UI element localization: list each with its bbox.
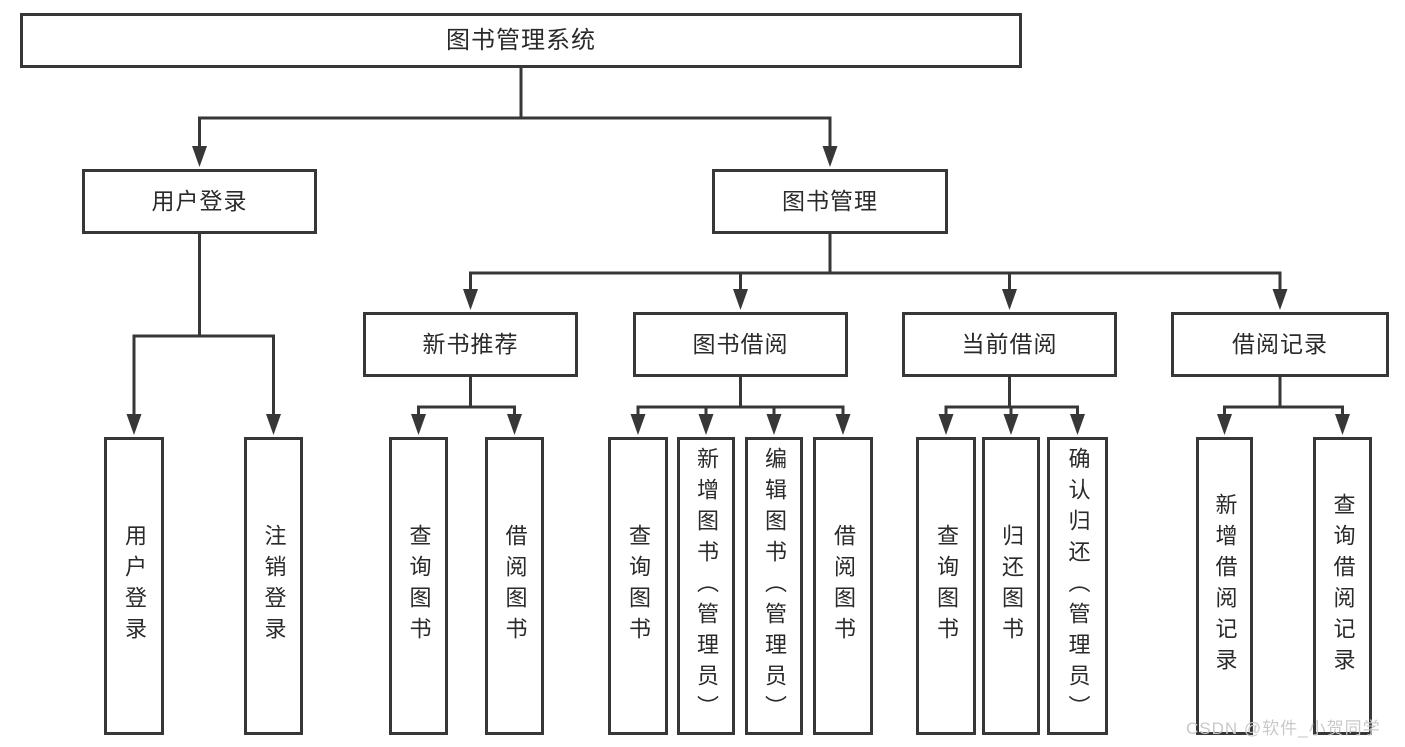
- node-new-books: 新书推荐: [363, 312, 578, 377]
- node-label: 新增借阅记录: [1212, 493, 1238, 679]
- watermark-text: CSDN @软件_小贺同学: [1186, 719, 1381, 738]
- node-user-login: 用户登录: [82, 169, 317, 234]
- node-borrow: 图书借阅: [633, 312, 848, 377]
- node-label: 新书推荐: [422, 331, 519, 357]
- node-rec-add: 新增借阅记录: [1196, 437, 1253, 735]
- node-label: 借阅图书: [831, 524, 856, 648]
- node-label: 确认归还（管理员）: [1065, 446, 1091, 726]
- node-bb-query: 查询图书: [608, 437, 668, 735]
- node-nb-query: 查询图书: [389, 437, 448, 735]
- node-label: 图书管理: [782, 188, 878, 214]
- node-logout: 注销登录: [244, 437, 303, 735]
- node-bb-edit: 编辑图书（管理员）: [745, 437, 803, 735]
- node-book-mgmt: 图书管理: [712, 169, 948, 234]
- node-label: 图书借阅: [692, 331, 789, 357]
- node-label: 归还图书: [999, 524, 1024, 648]
- node-label: 当前借阅: [961, 331, 1058, 357]
- node-bb-add: 新增图书（管理员）: [677, 437, 735, 735]
- node-cur-return: 归还图书: [982, 437, 1040, 735]
- node-label: 查询借阅记录: [1330, 493, 1356, 679]
- node-label: 注销登录: [261, 524, 287, 648]
- node-current: 当前借阅: [902, 312, 1117, 377]
- node-label: 查询图书: [406, 524, 432, 648]
- node-label: 用户登录: [122, 524, 147, 648]
- node-label: 编辑图书（管理员）: [762, 446, 787, 726]
- node-label: 查询图书: [626, 524, 651, 648]
- node-rec-query: 查询借阅记录: [1313, 437, 1372, 735]
- node-label: 借阅图书: [502, 524, 528, 648]
- node-root: 图书管理系统: [20, 13, 1022, 68]
- node-nb-borrow: 借阅图书: [485, 437, 544, 735]
- node-label: 借阅记录: [1232, 331, 1328, 357]
- node-label: 新增图书（管理员）: [694, 446, 719, 726]
- node-label: 用户登录: [151, 188, 248, 214]
- node-label: 查询图书: [934, 524, 959, 648]
- node-records: 借阅记录: [1171, 312, 1389, 377]
- node-label: 图书管理系统: [446, 26, 596, 54]
- node-login: 用户登录: [104, 437, 164, 735]
- node-cur-confirm: 确认归还（管理员）: [1047, 437, 1108, 735]
- node-cur-query: 查询图书: [916, 437, 976, 735]
- node-bb-borrow: 借阅图书: [813, 437, 873, 735]
